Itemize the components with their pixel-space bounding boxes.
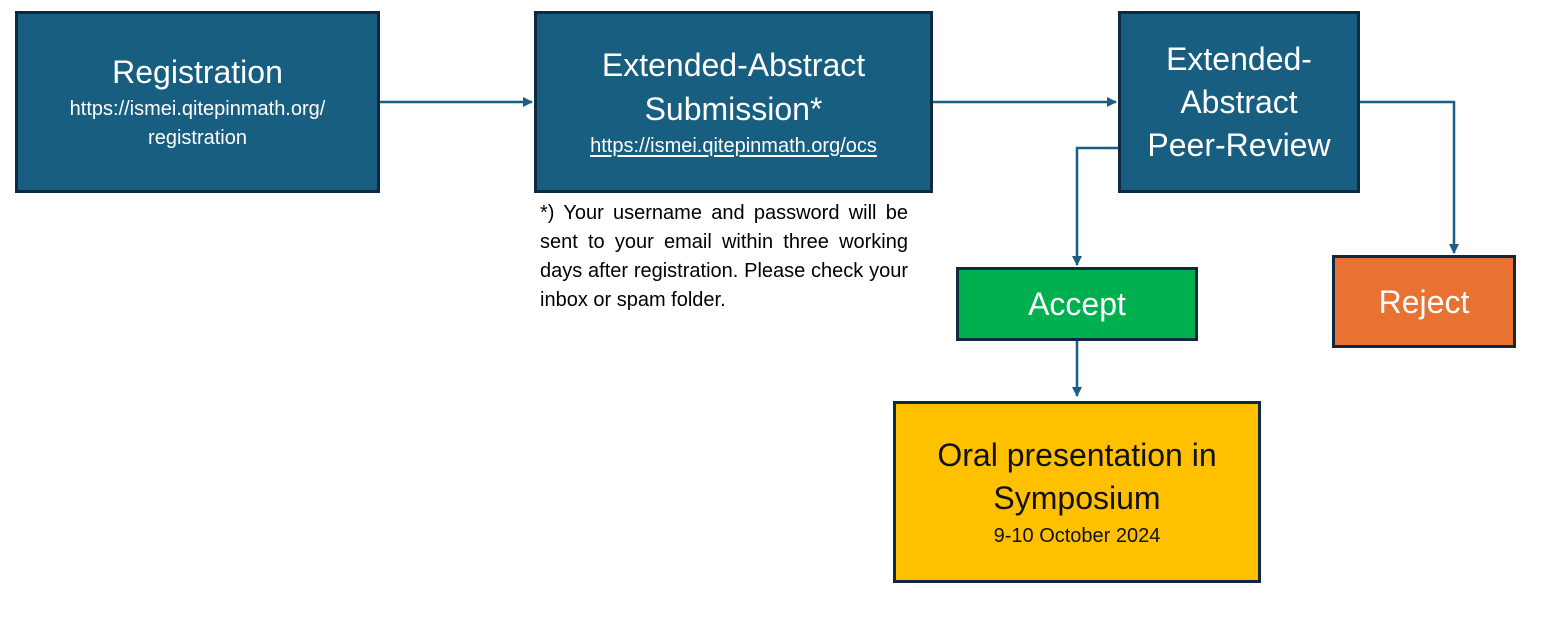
accept-outcome: Accept	[956, 267, 1198, 341]
arrow-review-to-reject	[1360, 100, 1459, 254]
accept-title: Accept	[1028, 286, 1126, 322]
submission-footnote: *) Your username and password will be se…	[540, 202, 908, 311]
registration-url-line1: https://ismei.qitepinmath.org/	[69, 98, 326, 120]
reject-outcome: Reject	[1332, 255, 1516, 348]
submission-step: Extended-Abstract Submission* https://is…	[534, 11, 933, 193]
arrow-review-to-accept	[1072, 146, 1118, 266]
submission-title-line1: Extended-Abstract	[601, 46, 866, 83]
review-title-line1: Extended-	[1166, 40, 1312, 77]
oral-date: 9-10 October 2024	[993, 524, 1161, 547]
registration-title: Registration	[112, 54, 283, 90]
submission-url-link[interactable]: https://ismei.qitepinmath.org/ocs	[590, 134, 877, 157]
review-step: Extended- Abstract Peer-Review	[1118, 11, 1360, 193]
oral-presentation-step: Oral presentation in Symposium 9-10 Octo…	[893, 401, 1261, 583]
review-title-line3: Peer-Review	[1147, 126, 1331, 163]
registration-url-line2: registration	[148, 127, 247, 149]
oral-title-line2: Symposium	[993, 479, 1161, 516]
registration-step: Registration https://ismei.qitepinmath.o…	[15, 11, 380, 193]
oral-title-line1: Oral presentation in	[937, 436, 1217, 473]
submission-title-line2: Submission*	[644, 90, 823, 127]
review-title-line2: Abstract	[1180, 83, 1298, 120]
reject-title: Reject	[1378, 283, 1470, 320]
